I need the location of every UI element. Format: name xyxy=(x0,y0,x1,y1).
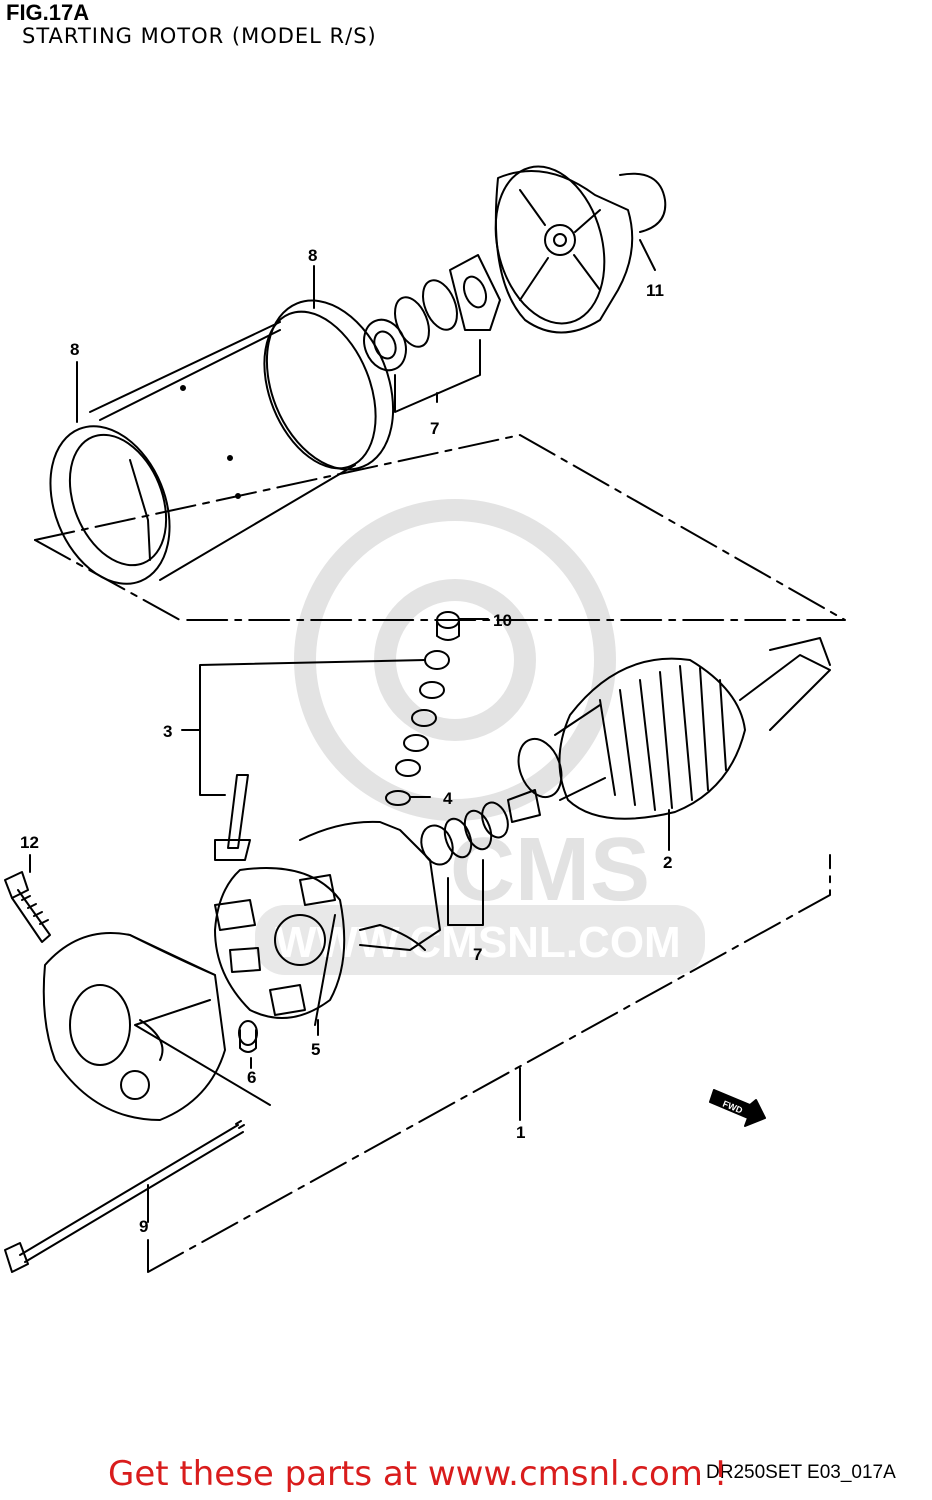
assembly-boundary-top xyxy=(34,434,846,621)
promo-banner[interactable]: Get these parts at www.cmsnl.com ! xyxy=(108,1454,728,1494)
through-bolt xyxy=(4,1120,245,1273)
callout-4: 4 xyxy=(443,789,453,808)
callout-8-lower: 8 xyxy=(70,340,79,359)
callout-12: 12 xyxy=(20,833,39,852)
drawing-code: DR250SET E03_017A xyxy=(706,1462,896,1483)
callout-5: 5 xyxy=(311,1040,320,1059)
callout-9: 9 xyxy=(139,1217,148,1236)
callout-1: 1 xyxy=(516,1123,525,1142)
washer-set-lower xyxy=(420,801,509,926)
yoke-housing xyxy=(49,310,377,585)
watermark-brand: CMS xyxy=(450,820,650,920)
callout-7-lower: 7 xyxy=(473,945,482,964)
brush-holder xyxy=(214,820,441,1026)
leader-lines xyxy=(76,239,656,1121)
callout-numbers: 1 2 3 4 5 6 7 7 8 8 9 10 11 12 FWD xyxy=(20,246,744,1236)
terminal-bolt xyxy=(214,774,251,861)
forward-arrow xyxy=(709,1089,766,1127)
brush-spring xyxy=(238,1020,258,1069)
callout-8-upper: 8 xyxy=(308,246,317,265)
callout-10: 10 xyxy=(493,611,512,630)
rear-housing xyxy=(42,932,271,1121)
figure-title: STARTING MOTOR (MODEL R/S) xyxy=(22,24,377,48)
callout-2: 2 xyxy=(663,853,672,872)
callout-6: 6 xyxy=(247,1068,256,1087)
callout-3: 3 xyxy=(163,722,172,741)
o-ring-front xyxy=(265,299,395,471)
mounting-bolt xyxy=(4,854,51,943)
callout-11: 11 xyxy=(646,281,664,300)
figure-number: FIG.17A xyxy=(6,0,90,25)
washer-set-upper xyxy=(363,254,501,413)
end-cover xyxy=(494,165,667,334)
armature xyxy=(507,637,831,851)
assembly-boundary-bottom xyxy=(147,854,831,1273)
terminal-stack xyxy=(199,611,489,806)
callout-7-upper: 7 xyxy=(430,419,439,438)
